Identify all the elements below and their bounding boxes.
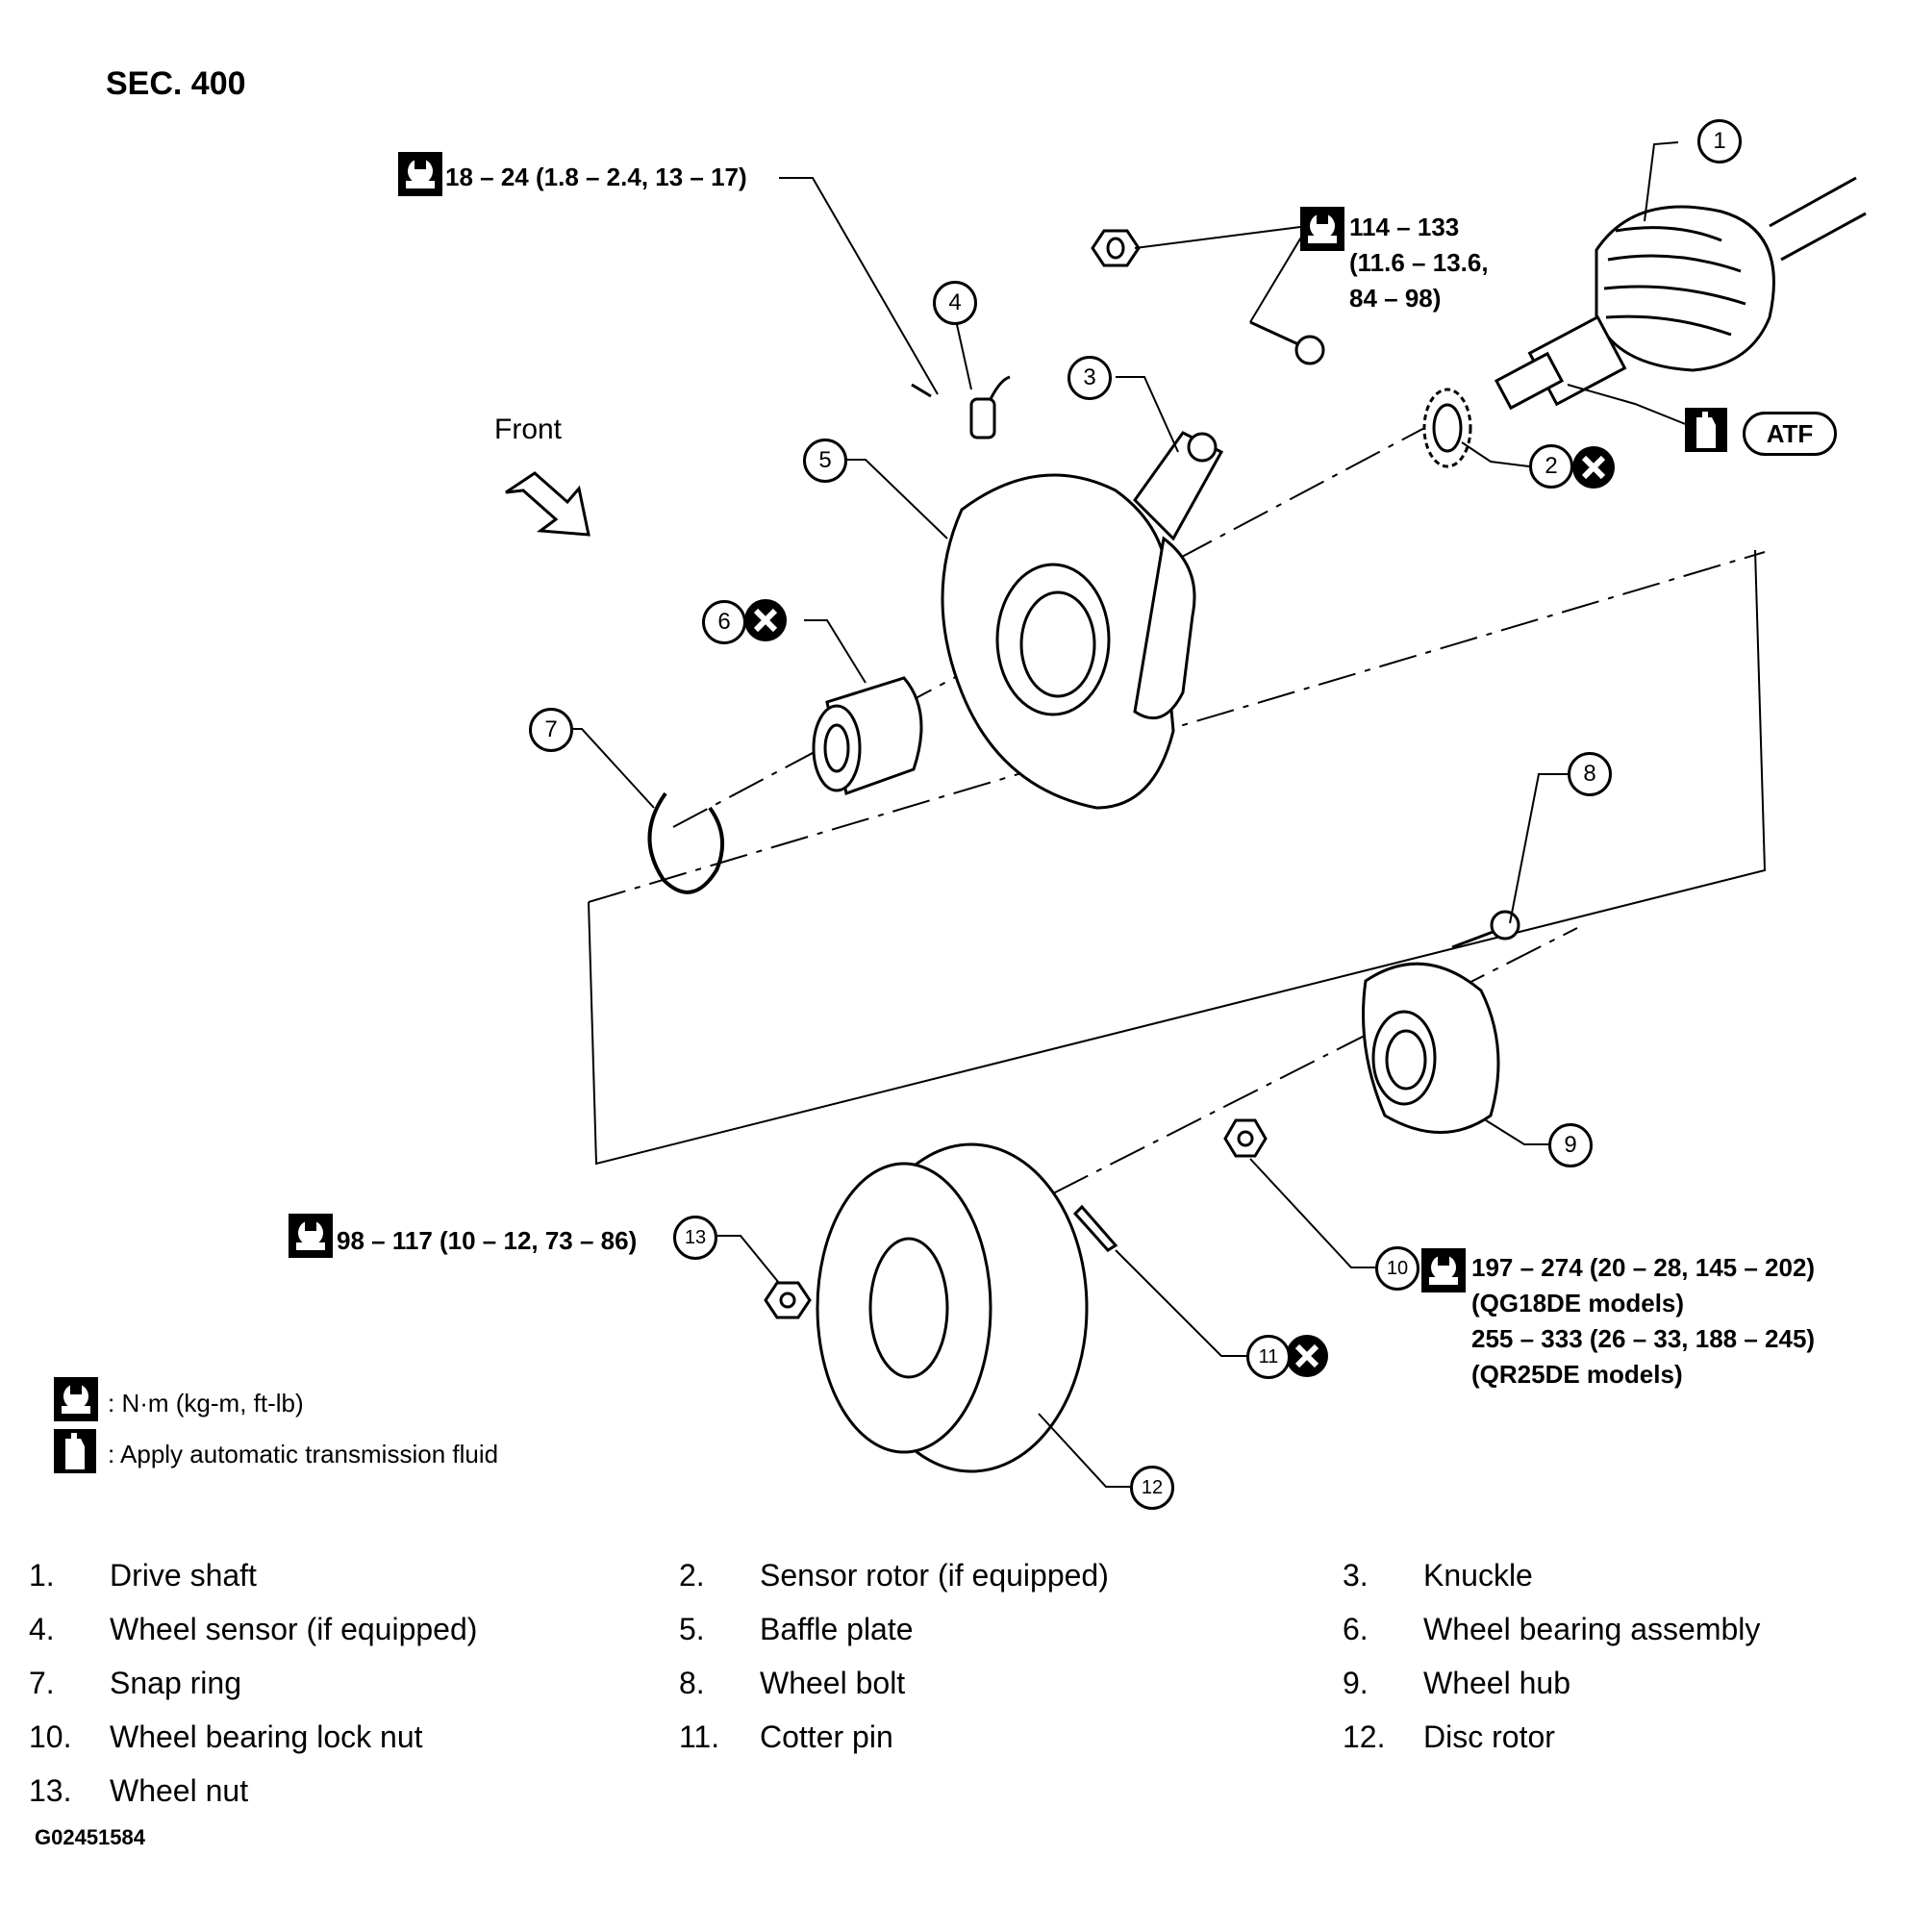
callout-8: 8 bbox=[1568, 752, 1612, 796]
wheel-sensor bbox=[911, 375, 1011, 439]
fluid-icon bbox=[1685, 408, 1727, 452]
wheel-hub bbox=[1362, 962, 1500, 1134]
torque-spec-knuckle: 114 – 133 (11.6 – 13.6, 84 – 98) bbox=[1349, 213, 1489, 313]
part-13: 13.Wheel nut bbox=[29, 1773, 249, 1808]
torque-wrench-icon bbox=[398, 152, 442, 196]
callout-4: 4 bbox=[933, 281, 977, 325]
torque-spec-wheel-nut: 98 – 117 (10 – 12, 73 – 86) bbox=[337, 1226, 638, 1255]
callout-7: 7 bbox=[529, 708, 573, 752]
baffle-plate bbox=[941, 473, 1175, 810]
callout-5: 5 bbox=[803, 439, 847, 483]
part-4: 4.Wheel sensor (if equipped) bbox=[29, 1612, 478, 1646]
leader-lines bbox=[565, 141, 1689, 1488]
callout-11: 11 bbox=[1246, 1335, 1291, 1379]
part-5: 5.Baffle plate bbox=[679, 1612, 914, 1646]
front-label: Front bbox=[494, 414, 563, 445]
front-arrow-icon bbox=[505, 471, 590, 537]
part-2: 2.Sensor rotor (if equipped) bbox=[679, 1558, 1109, 1593]
callout-13: 13 bbox=[673, 1216, 717, 1260]
knuckle-nut bbox=[1091, 229, 1141, 267]
snap-ring bbox=[647, 791, 725, 894]
part-7: 7.Snap ring bbox=[29, 1666, 241, 1700]
part-9: 9.Wheel hub bbox=[1343, 1666, 1570, 1700]
torque-spec-lock-nut: 197 – 274 (20 – 28, 145 – 202) (QG18DE m… bbox=[1471, 1253, 1816, 1389]
knuckle-bolt bbox=[1249, 320, 1325, 365]
fluid-icon bbox=[54, 1429, 96, 1473]
disc-rotor bbox=[816, 1142, 1089, 1473]
legend-fluid: : Apply automatic transmission fluid bbox=[108, 1440, 499, 1468]
wheel-bearing bbox=[812, 676, 923, 795]
torque-wrench-icon bbox=[289, 1214, 333, 1258]
replace-part-icon bbox=[1286, 1335, 1328, 1377]
part-12: 12.Disc rotor bbox=[1343, 1719, 1555, 1754]
figure-code: G02451584 bbox=[35, 1825, 145, 1849]
atf-badge: ATF bbox=[1743, 412, 1837, 456]
part-1: 1.Drive shaft bbox=[29, 1558, 257, 1593]
replace-part-icon bbox=[1572, 446, 1615, 489]
callout-3: 3 bbox=[1068, 356, 1112, 400]
callout-10: 10 bbox=[1375, 1246, 1419, 1291]
replace-part-icon bbox=[744, 599, 787, 641]
torque-wrench-icon bbox=[54, 1377, 98, 1421]
legend-torque-unit: : N·m (kg-m, ft-lb) bbox=[108, 1389, 304, 1418]
part-11: 11.Cotter pin bbox=[679, 1719, 893, 1754]
cotter-pin bbox=[1072, 1204, 1118, 1252]
callout-9: 9 bbox=[1548, 1123, 1593, 1167]
callout-12: 12 bbox=[1130, 1466, 1174, 1510]
part-6: 6.Wheel bearing assembly bbox=[1343, 1612, 1761, 1646]
wheel-bolt bbox=[1451, 910, 1520, 949]
callout-1: 1 bbox=[1697, 119, 1742, 163]
sensor-rotor bbox=[1422, 388, 1472, 468]
lock-nut bbox=[1223, 1118, 1268, 1158]
torque-wrench-icon bbox=[1300, 207, 1344, 251]
knuckle bbox=[1133, 431, 1224, 720]
callout-6: 6 bbox=[702, 600, 746, 644]
frame-lines bbox=[588, 549, 1767, 1166]
callout-2: 2 bbox=[1529, 444, 1573, 489]
drive-shaft bbox=[1494, 176, 1867, 411]
part-8: 8.Wheel bolt bbox=[679, 1666, 906, 1700]
wheel-nut bbox=[764, 1281, 812, 1319]
torque-wrench-icon bbox=[1421, 1248, 1466, 1292]
torque-spec-sensor: 18 – 24 (1.8 – 2.4, 13 – 17) bbox=[445, 163, 747, 191]
section-title: SEC. 400 bbox=[106, 65, 246, 102]
part-10: 10.Wheel bearing lock nut bbox=[29, 1719, 423, 1754]
part-3: 3.Knuckle bbox=[1343, 1558, 1533, 1593]
